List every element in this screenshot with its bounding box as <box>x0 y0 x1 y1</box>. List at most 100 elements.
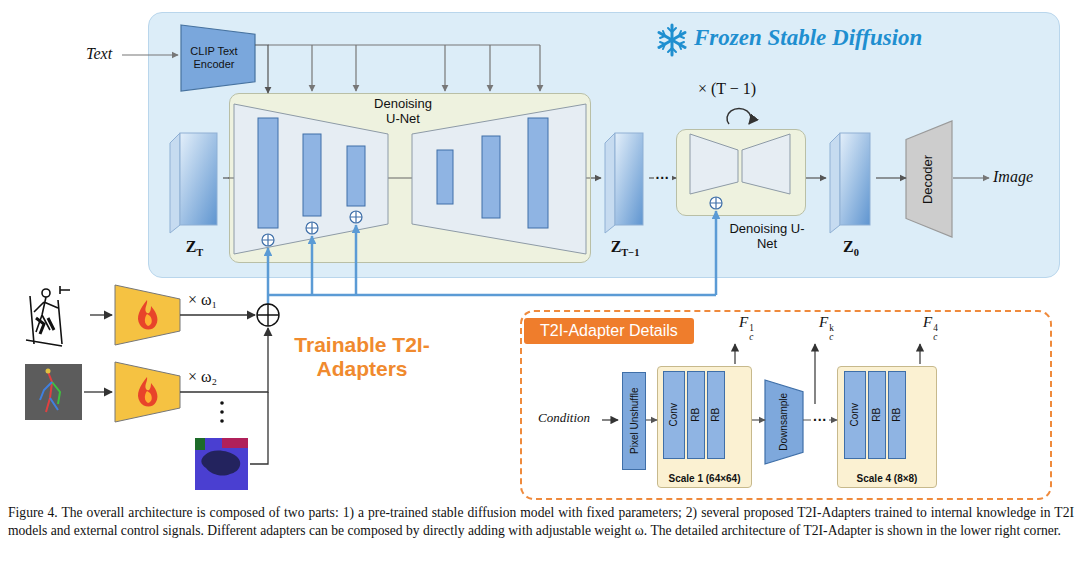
flame-icon <box>138 300 157 330</box>
label-box: Image <box>993 168 1033 186</box>
latent-block: ZT <box>166 129 223 263</box>
diagram-label: × (T − 1) <box>698 80 756 98</box>
connector <box>223 177 229 178</box>
caption-box: Figure 4. The overall architecture is co… <box>8 504 1074 540</box>
symbol-letter: Z <box>611 238 622 255</box>
latent-block-label: ZT−1 <box>611 238 640 259</box>
vertical-ellipsis <box>220 401 224 423</box>
unet-decoder <box>742 134 790 194</box>
layer-block-label: Pixel Unshuffle <box>628 388 640 455</box>
slab-face <box>180 133 217 225</box>
add-symbol <box>350 211 362 223</box>
connector <box>591 177 601 178</box>
feature-line <box>267 248 270 306</box>
adapter-shape <box>115 285 180 345</box>
snowflake-icon <box>659 25 685 55</box>
pose-joint <box>46 369 51 374</box>
adapter-wires <box>84 315 268 464</box>
layer-block-label: RB <box>710 408 722 422</box>
connector <box>806 177 826 178</box>
adapter-feature-lines <box>268 211 716 306</box>
latent-block-label: ZT <box>186 238 204 259</box>
diagram-label: Condition <box>538 411 590 426</box>
pose-image <box>25 364 82 420</box>
flame-core <box>145 391 152 403</box>
symbol-superscript: 4 <box>933 324 938 333</box>
add-symbol-cross <box>710 197 722 209</box>
symbol-letter: Z <box>186 238 197 255</box>
symbol-subscript: c <box>933 333 938 342</box>
sketch-shading <box>36 318 54 334</box>
add-symbol <box>710 197 722 209</box>
layer-block-label: RB <box>891 408 903 422</box>
diagram-label: × ω₁ <box>188 291 217 309</box>
weighted-arrow <box>180 328 268 392</box>
figure-caption: Figure 4. The overall architecture is co… <box>8 504 1074 540</box>
diagram-label: Trainable T2I-Adapters <box>282 333 442 381</box>
connector <box>255 45 268 93</box>
symbol-superscript: 1 <box>749 324 754 333</box>
detail-panel: T2I-Adapter DetailsPixel UnshuffleScale … <box>520 310 1052 500</box>
feature-out-arrow <box>919 344 920 364</box>
adapter-network <box>115 362 180 422</box>
sketch-strokes <box>26 286 70 346</box>
slab-face <box>840 133 870 225</box>
detail-panel-label: T2I-Adapter Details <box>524 318 694 344</box>
diagram-label: Fc4 <box>923 314 938 343</box>
input-arrow <box>84 391 112 392</box>
slab-side <box>605 133 615 233</box>
condition-arrow <box>602 419 618 420</box>
symbol-subscript: 0 <box>854 247 859 258</box>
decoder-block: Decoder <box>906 121 952 237</box>
downsample-block: Downsample <box>765 380 803 464</box>
adapter-shape <box>115 362 180 422</box>
ellipsis-dot <box>220 419 224 423</box>
label-box: Text <box>86 45 112 63</box>
unet-block <box>482 136 500 218</box>
ellipsis-dot <box>220 410 224 414</box>
label-box: × ω₁ <box>188 291 217 309</box>
connector <box>876 177 906 178</box>
unet-encoder <box>690 134 738 194</box>
symbol-letter: F <box>819 314 828 330</box>
latent-block: Z0 <box>826 129 876 263</box>
sketch-image <box>18 282 88 348</box>
text-encoder-shape <box>181 25 255 91</box>
downsample-block-label: Downsample <box>778 393 790 451</box>
symbol-subscript: c <box>829 333 834 342</box>
sketch-ground <box>18 282 88 348</box>
layer-block: RB <box>888 371 906 459</box>
slab-face <box>615 133 643 225</box>
label-box: × (T − 1) <box>698 80 756 98</box>
latent-block: ZT−1 <box>601 129 649 263</box>
snowflake-stroke <box>659 33 685 48</box>
unet-box-label: Denoising U-Net <box>727 222 807 252</box>
add-symbol <box>262 234 274 246</box>
connector <box>646 419 657 420</box>
weighted-wire <box>250 392 268 464</box>
label-box: × ω₂ <box>188 368 217 386</box>
diagram-label: Image <box>993 168 1033 186</box>
flame-icon <box>138 377 157 407</box>
decoder-block-label: Decoder <box>922 154 937 203</box>
unet-block <box>437 150 453 204</box>
layer-block: RB <box>868 371 886 459</box>
symbol-superscript: k <box>829 324 834 333</box>
symbol-subscript: c <box>749 333 754 342</box>
add-symbol-cross <box>262 234 274 246</box>
symbol-subscript: T−1 <box>621 247 639 258</box>
feature-line <box>715 211 718 295</box>
latent-block-outline <box>601 129 649 263</box>
condition-wire <box>444 45 445 91</box>
weighted-arrow <box>180 314 255 315</box>
edge-label: ··· <box>654 170 672 186</box>
feature-out-arrow <box>734 344 735 364</box>
feature-line <box>268 294 716 297</box>
unet-box-label: Denoising U-Net <box>366 97 440 127</box>
downsample-block-shape <box>765 380 803 464</box>
layer-block: Pixel Unshuffle <box>622 372 646 470</box>
pose-limb <box>52 382 60 404</box>
add-symbol <box>306 222 318 234</box>
pose-ground <box>25 364 82 420</box>
